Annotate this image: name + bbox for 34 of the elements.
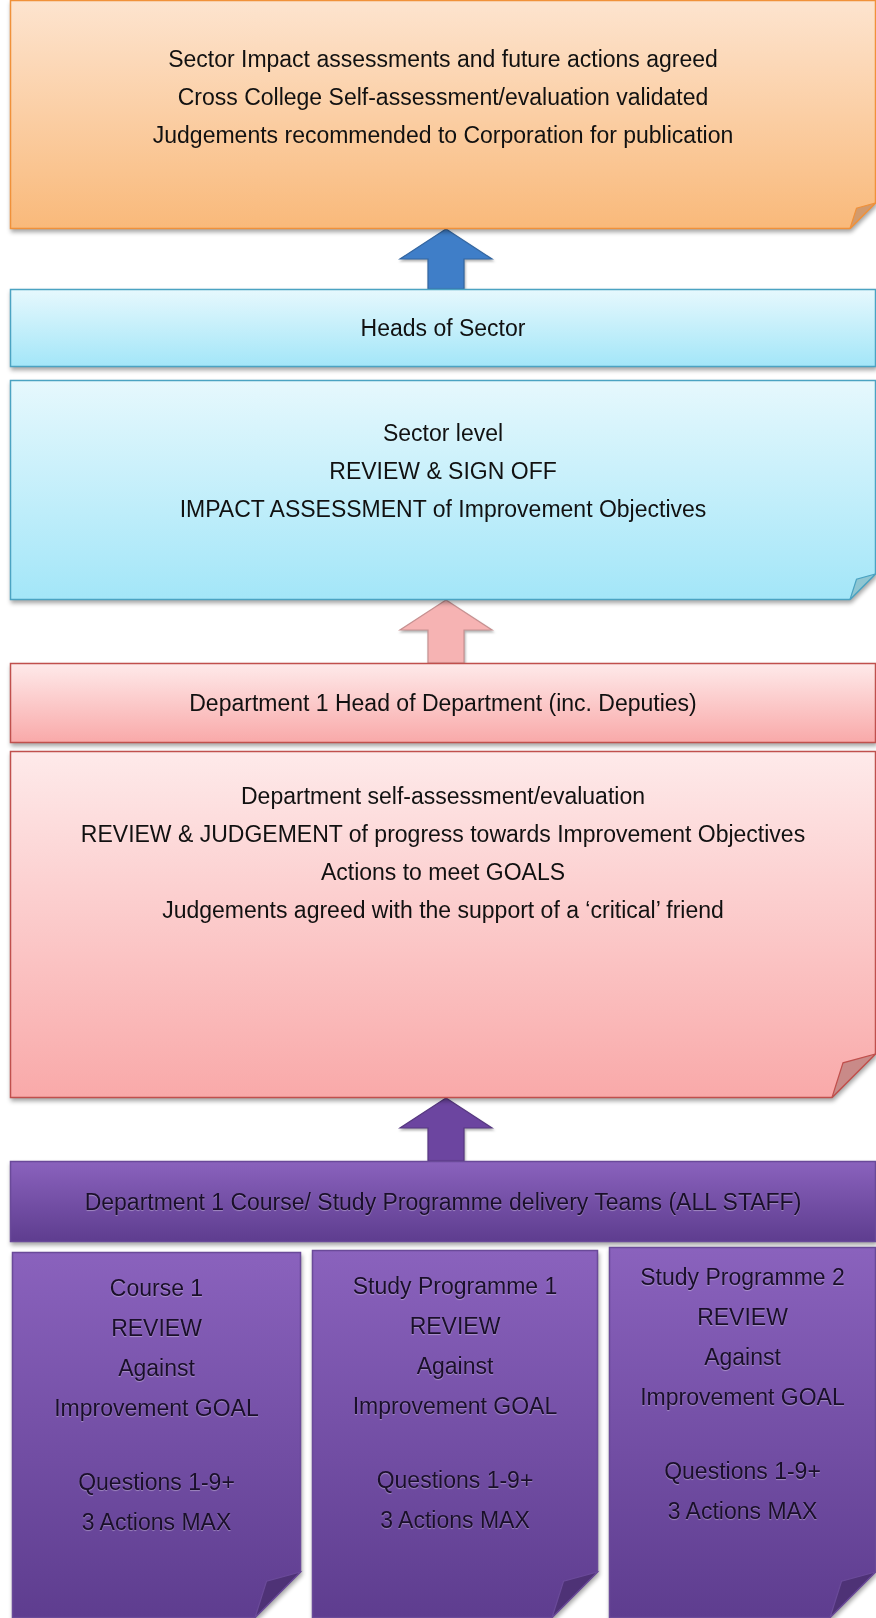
block-arrow: [398, 228, 494, 290]
box-text: Department 1 Course/ Study Programme delivery Teams (ALL STAFF): [83, 1187, 803, 1217]
box-text: Study Programme 2: [639, 1263, 846, 1292]
box-text: 3 Actions MAX: [80, 1508, 233, 1537]
box-text: Against: [415, 1352, 495, 1381]
box-text: REVIEW: [110, 1314, 203, 1343]
box-text: Questions 1-9+: [663, 1457, 822, 1486]
block-arrow: [398, 599, 494, 664]
box-text: Against: [117, 1354, 196, 1383]
box-text: REVIEW: [408, 1312, 502, 1341]
box-text: Improvement GOAL: [639, 1383, 846, 1412]
box-text: Department 1 Head of Department (inc. Deputies): [188, 689, 698, 718]
block-arrow: [398, 1097, 494, 1162]
box-text: REVIEW & SIGN OFF: [328, 457, 558, 486]
box-text: Study Programme 1: [351, 1272, 559, 1301]
box-text: Heads of Sector: [359, 314, 527, 343]
box-text: Sector level: [381, 419, 505, 448]
box-text: 3 Actions MAX: [379, 1506, 531, 1535]
box-text: Improvement GOAL: [351, 1392, 559, 1421]
box-text: Actions to meet GOALS: [319, 858, 567, 887]
box-text: 3 Actions MAX: [666, 1497, 819, 1526]
box-text: Questions 1-9+: [77, 1468, 236, 1497]
box-text: REVIEW & JUDGEMENT of progress towards Improvement Objectives: [79, 820, 807, 849]
box-text: REVIEW: [696, 1303, 789, 1332]
box-text: Department self-assessment/evaluation: [240, 782, 646, 811]
box-text: Improvement GOAL: [53, 1394, 260, 1423]
box-text: IMPACT ASSESSMENT of Improvement Objectives: [178, 495, 708, 524]
box-text: Against: [703, 1343, 782, 1372]
box-text: Questions 1-9+: [375, 1466, 535, 1495]
box-text: Cross College Self-assessment/evaluation validated: [176, 83, 710, 112]
box-text: Sector Impact assessments and future actions agreed: [167, 45, 719, 74]
box-text: Course 1: [108, 1274, 205, 1303]
box-text: Judgements recommended to Corporation for publication: [151, 121, 735, 150]
box-text: Judgements agreed with the support of a ‘critical’ friend: [161, 896, 725, 925]
